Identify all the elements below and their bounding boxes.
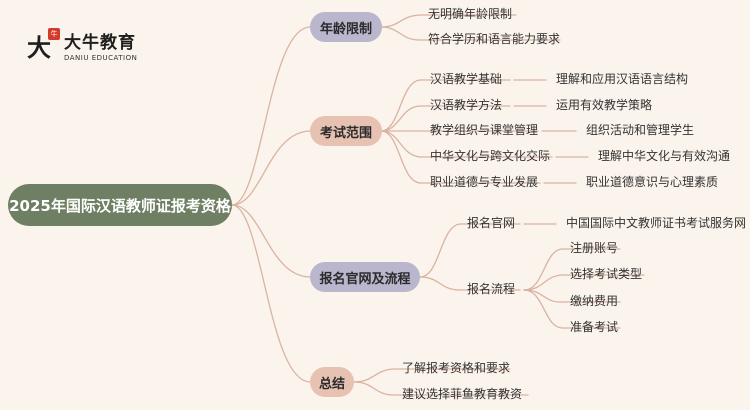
scope-detail-4: 理解中华文化与有效沟通: [598, 149, 731, 163]
brand-logo: 大 牛 大牛教育 DANIU EDUCATION: [22, 28, 137, 62]
connector-steps-2: [523, 274, 563, 291]
logo-english: DANIU EDUCATION: [64, 54, 138, 62]
logo-mark-char: 大: [27, 32, 51, 62]
connector-scope-5: [380, 130, 421, 184]
connector-age-2: [380, 26, 421, 41]
logo-mark: 大 牛: [22, 28, 60, 62]
connector-steps-1: [523, 248, 563, 291]
registration-process-label: 报名流程: [467, 282, 516, 296]
scope-detail-1: 理解和应用汉语语言结构: [556, 72, 689, 86]
scope-detail-2: 运用有效教学策略: [556, 98, 653, 112]
age-item-1: 无明确年龄限制: [428, 7, 513, 21]
logo-text: 大牛教育 DANIU EDUCATION: [64, 28, 137, 62]
scope-item-4: 中华文化与跨文化交际: [430, 149, 551, 163]
connector-scope-4: [380, 130, 421, 158]
connector-register-1: [419, 223, 461, 278]
connector-scope-2: [380, 105, 421, 132]
logo-name: 大牛教育: [64, 33, 136, 53]
summary-item-2: 建议选择菲鱼教育教资: [402, 387, 523, 401]
scope-detail-3: 组织活动和管理学生: [586, 123, 695, 137]
connector-root-age: [231, 26, 311, 206]
root-node: 2025年国际汉语教师证报考资格: [8, 184, 232, 226]
connector-age-1: [380, 14, 421, 28]
connector-scope-1: [380, 79, 421, 132]
age-item-2: 符合学历和语言能力要求: [428, 32, 561, 46]
connector-root-register: [231, 204, 311, 278]
branch-registration: 报名官网及流程: [310, 262, 420, 292]
connector-register-2: [419, 276, 461, 291]
process-step-4: 准备考试: [570, 320, 619, 334]
connector-root-summary: [231, 204, 311, 383]
scope-item-2: 汉语教学方法: [430, 98, 503, 112]
process-step-3: 缴纳费用: [570, 294, 619, 308]
summary-item-1: 了解报考资格和要求: [402, 361, 511, 375]
connector-root-scope: [231, 130, 311, 206]
logo-seal: 牛: [48, 28, 60, 40]
connector-summary-1: [353, 368, 395, 383]
scope-detail-5: 职业道德意识与心理素质: [586, 175, 719, 189]
connector-summary-2: [353, 381, 395, 396]
branch-summary: 总结: [310, 367, 354, 397]
process-step-1: 注册账号: [570, 241, 619, 255]
connector-steps-4: [523, 289, 563, 329]
registration-site-detail: 中国国际中文教师证书考试服务网: [566, 216, 747, 230]
scope-item-5: 职业道德与专业发展: [430, 175, 539, 189]
branch-exam-scope: 考试范围: [310, 116, 382, 146]
scope-item-1: 汉语教学基础: [430, 72, 503, 86]
branch-age-limit: 年龄限制: [310, 12, 382, 42]
scope-item-3: 教学组织与课堂管理: [430, 123, 539, 137]
registration-site-label: 报名官网: [467, 216, 516, 230]
process-step-2: 选择考试类型: [570, 267, 643, 281]
